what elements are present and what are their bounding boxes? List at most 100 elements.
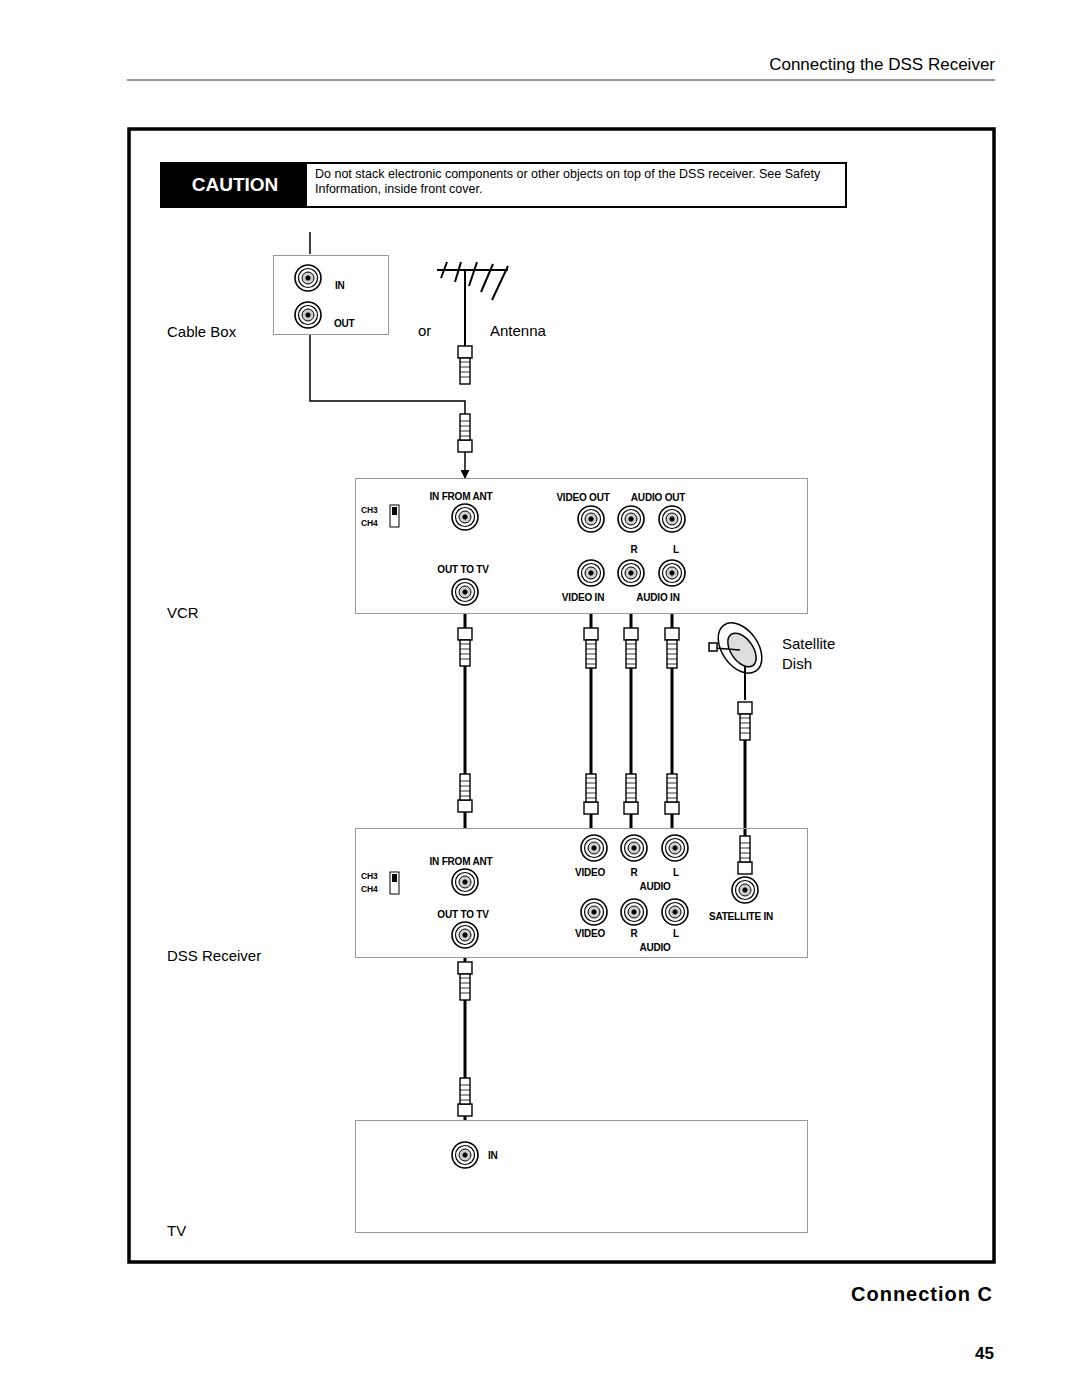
jack-ring: [589, 571, 593, 575]
jack-ring: [463, 515, 467, 519]
plug-ferrule: [458, 962, 472, 974]
jack-ring: [452, 579, 478, 605]
jack-symbol: [618, 560, 644, 586]
switch-body: [390, 872, 399, 894]
port-label: VIDEO: [575, 867, 605, 879]
plug-body: [740, 714, 750, 740]
cable-plug: [458, 1078, 472, 1116]
caution-box: CAUTIONDo not stack electronic component…: [160, 162, 847, 208]
plug-body: [626, 640, 636, 668]
jack-ring: [622, 564, 641, 583]
antenna-element: [481, 264, 493, 292]
jack-ring: [592, 910, 596, 914]
port-label: CH4: [361, 885, 377, 895]
vcr-panel: VCRCH3CH4IN FROM ANTVIDEO OUTAUDIO OUTRL…: [355, 478, 808, 614]
port-label: CH3: [361, 872, 377, 882]
jack-ring: [585, 839, 604, 858]
jack-ring: [632, 846, 636, 850]
jack-ring: [625, 513, 637, 525]
jack-symbol: [659, 560, 685, 586]
plug-rib: [460, 978, 470, 979]
plug-ferrule: [584, 802, 598, 814]
jack-symbol: [581, 899, 607, 925]
jack-ring: [463, 933, 467, 937]
plug-rib: [460, 659, 470, 660]
plug-body: [626, 774, 636, 802]
device-label: Cable Box: [167, 323, 236, 340]
jack-ring: [581, 899, 607, 925]
device-label: TV: [167, 1222, 186, 1239]
plug-rib: [460, 377, 470, 378]
plug-rib: [740, 733, 750, 734]
jack-symbol: [295, 265, 321, 291]
plug-rib: [740, 853, 750, 854]
port-label: AUDIO: [639, 881, 670, 893]
cable-plug: [665, 774, 679, 814]
plug-rib: [626, 654, 636, 655]
jack-ring: [589, 517, 593, 521]
plug-ferrule: [738, 862, 752, 874]
jack-ring: [456, 583, 475, 602]
port-label: SATELLITE IN: [709, 911, 773, 923]
port-label: IN: [488, 1150, 498, 1162]
connection-caption: Connection C: [851, 1283, 993, 1306]
dish-label: Satellite Dish: [782, 634, 844, 673]
jack-ring: [463, 590, 467, 594]
jack-symbol: [732, 877, 758, 903]
jack-ring: [459, 929, 471, 941]
port-label: AUDIO IN: [636, 592, 679, 604]
jack-ring: [299, 269, 318, 288]
jack-symbol: [452, 579, 478, 605]
jack-ring: [659, 506, 685, 532]
cable-plug: [584, 628, 598, 668]
channel-switch: [390, 872, 399, 894]
plug-body: [460, 1078, 470, 1104]
plug-rib: [586, 644, 596, 645]
plug-rib: [586, 783, 596, 784]
plug-ferrule: [584, 628, 598, 640]
jack-ring: [582, 564, 601, 583]
switch-slider: [392, 507, 397, 515]
jack-ring: [582, 510, 601, 529]
plug-rib: [626, 788, 636, 789]
antenna-element: [455, 262, 461, 282]
jack-ring: [306, 313, 310, 317]
header-rule: [127, 80, 995, 81]
jack-ring: [585, 903, 604, 922]
jack-ring: [669, 842, 681, 854]
jack-symbol: [662, 835, 688, 861]
plug-rib: [586, 659, 596, 660]
jack-symbol: [452, 869, 478, 895]
port-label: L: [673, 928, 679, 940]
jack-ring: [666, 567, 678, 579]
plug-ferrule: [738, 702, 752, 714]
plug-body: [586, 774, 596, 802]
plug-rib: [586, 778, 596, 779]
jack-ring: [578, 560, 604, 586]
jack-symbol: [621, 835, 647, 861]
dish-cable: [744, 740, 747, 836]
jack-ring: [306, 276, 310, 280]
plug-group: [458, 346, 752, 1116]
port-label: OUT TO TV: [437, 909, 488, 921]
plug-rib: [626, 649, 636, 650]
jack-symbol: [452, 504, 478, 530]
jack-ring: [625, 839, 644, 858]
plug-rib: [626, 659, 636, 660]
cable-plug: [458, 346, 472, 384]
jack-ring: [592, 846, 596, 850]
cable-plug: [458, 414, 472, 452]
plug-ferrule: [458, 628, 472, 640]
plug-rib: [460, 421, 470, 422]
plug-rib: [667, 649, 677, 650]
cable-plug: [458, 628, 472, 666]
plug-rib: [740, 843, 750, 844]
jack-ring: [456, 926, 475, 945]
jack-ring: [459, 586, 471, 598]
plug-rib: [460, 791, 470, 792]
jack-ring: [302, 309, 314, 321]
connector-word: or: [418, 322, 431, 339]
switch-slider: [392, 874, 397, 882]
antenna-label: Antenna: [490, 322, 546, 339]
